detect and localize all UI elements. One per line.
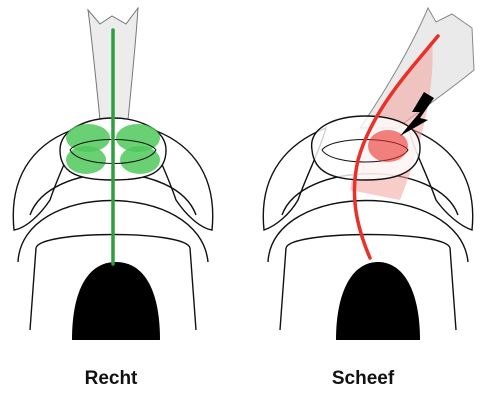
horse-croup-left-right: [280, 248, 286, 330]
horse-croup-left: [30, 248, 36, 330]
panel-scheef: [263, 8, 474, 340]
horse-body-black-right: [336, 262, 420, 340]
panel-recht: [13, 8, 212, 340]
caption-recht: Recht: [51, 368, 171, 390]
caption-scheef: Scheef: [303, 368, 423, 390]
horse-body-black: [72, 262, 160, 340]
